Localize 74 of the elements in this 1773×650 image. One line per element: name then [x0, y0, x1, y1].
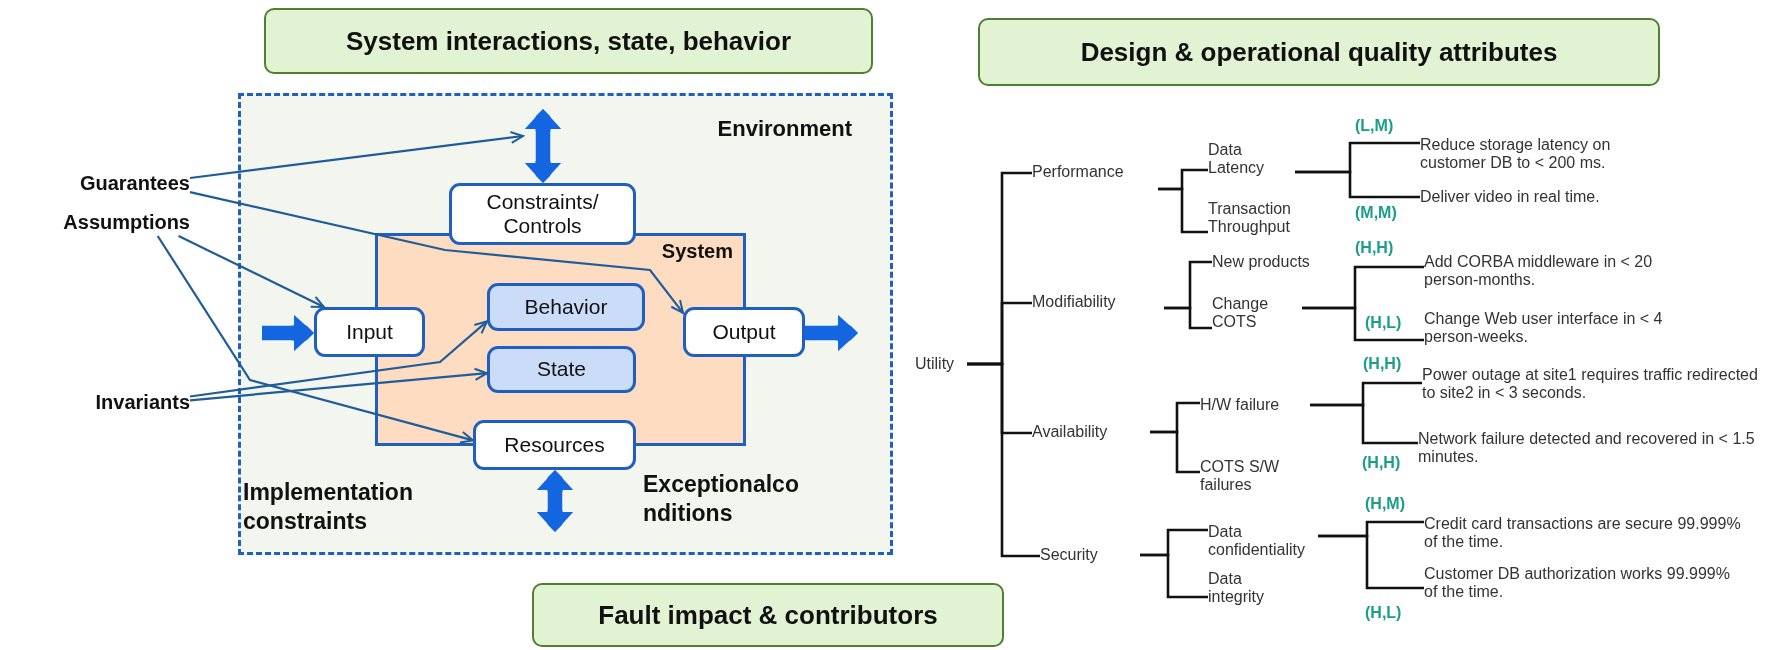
rating-label: (H,L): [1365, 314, 1402, 332]
connector-line: [1310, 403, 1418, 445]
component-label: Output: [712, 319, 776, 345]
scenario-text: Power outage at site1 requires traffic redirected to site2 in < 3 seconds.: [1422, 366, 1762, 410]
scenario-text: Credit card transactions are secure 99.999% of the time.: [1424, 515, 1754, 559]
tree-node-label: Data confidentiality: [1208, 523, 1318, 563]
tree-node-label: Data Latency: [1208, 141, 1295, 179]
scenario-text: Change Web user interface in < 4 person-weeks.: [1424, 310, 1674, 352]
rating-label: (H,H): [1355, 239, 1394, 257]
tree-node-label: Change COTS: [1212, 295, 1302, 339]
annotation-text: Implementation constraints: [243, 478, 414, 536]
tree-node-label: New products: [1212, 253, 1348, 273]
rating-label: (H,L): [1365, 604, 1402, 622]
scenario-text: Network failure detected and recovered in < 1.5 minutes.: [1418, 430, 1770, 474]
component-label: Resources: [504, 432, 605, 458]
component-label: State: [536, 357, 586, 382]
rating-label: (H,M): [1365, 495, 1405, 513]
connector-line: [1302, 306, 1424, 342]
rating-label: (H,H): [1362, 454, 1401, 472]
tree-node-label: Data integrity: [1208, 570, 1290, 610]
component-box: [487, 346, 636, 393]
component-label: Behavior: [524, 294, 608, 320]
arrow: [189, 320, 488, 398]
arrow: [156, 235, 474, 444]
block-arrow: [262, 313, 314, 353]
connector-line: [1140, 553, 1208, 599]
banner-title: Design & operational quality attributes: [1080, 36, 1558, 68]
tree-node-label: H/W failure: [1200, 396, 1310, 416]
rating-label: (M,M): [1355, 204, 1397, 222]
tree-node-label: Performance: [1032, 163, 1158, 183]
connector-line: [1150, 430, 1200, 474]
component-box: [473, 420, 636, 470]
connector-line: [1318, 534, 1424, 590]
title-banner: [264, 8, 873, 74]
block-arrow: [805, 313, 858, 353]
tree-node-label: COTS S/W failures: [1200, 458, 1312, 502]
component-box: [314, 307, 425, 357]
region-label: Environment: [717, 116, 852, 142]
component-box: [487, 283, 645, 331]
tree-node-label: Transaction Throughput: [1208, 200, 1320, 242]
component-label: Input: [346, 319, 393, 345]
arrow: [189, 131, 524, 180]
banner-title: System interactions, state, behavior: [345, 25, 791, 57]
rating-label: (L,M): [1355, 117, 1394, 135]
annotation-text: Exceptionalco nditions: [643, 470, 800, 528]
tree-node-label: Availability: [1032, 423, 1150, 443]
connector-line: [1295, 170, 1420, 199]
scenario-text: Customer DB authorization works 99.999% of the time.: [1424, 565, 1744, 609]
arrow: [189, 191, 684, 314]
component-box: [449, 183, 636, 245]
block-double-arrow: [523, 109, 563, 183]
component-label: Constraints/ Controls: [485, 189, 600, 239]
callout-label: Invariants: [66, 388, 190, 416]
banner-title: Fault impact & contributors: [598, 599, 938, 631]
connector-line: [1164, 306, 1212, 330]
title-banner: [978, 18, 1660, 86]
arrow: [189, 367, 488, 402]
scenario-text: Reduce storage latency on customer DB to < 200 ms.: [1420, 136, 1660, 178]
connector-line: [967, 362, 1040, 558]
callout-label: Assumptions: [60, 208, 190, 236]
component-box: [683, 307, 805, 357]
tree-node-label: Utility: [915, 355, 967, 374]
connector-line: [1158, 187, 1208, 234]
callout-label: Guarantees: [66, 169, 190, 197]
tree-node-label: Modifiability: [1032, 293, 1164, 313]
scenario-text: Add CORBA middleware in < 20 person-months.: [1424, 253, 1664, 295]
tree-node-label: Security: [1040, 546, 1140, 566]
arrow: [178, 235, 325, 308]
scenario-text: Deliver video in real time.: [1420, 188, 1650, 210]
block-double-arrow: [535, 470, 575, 532]
environment-boundary: [238, 93, 893, 555]
title-banner: [532, 583, 1004, 647]
rating-label: (H,H): [1363, 355, 1402, 373]
region-label: System: [661, 240, 733, 263]
